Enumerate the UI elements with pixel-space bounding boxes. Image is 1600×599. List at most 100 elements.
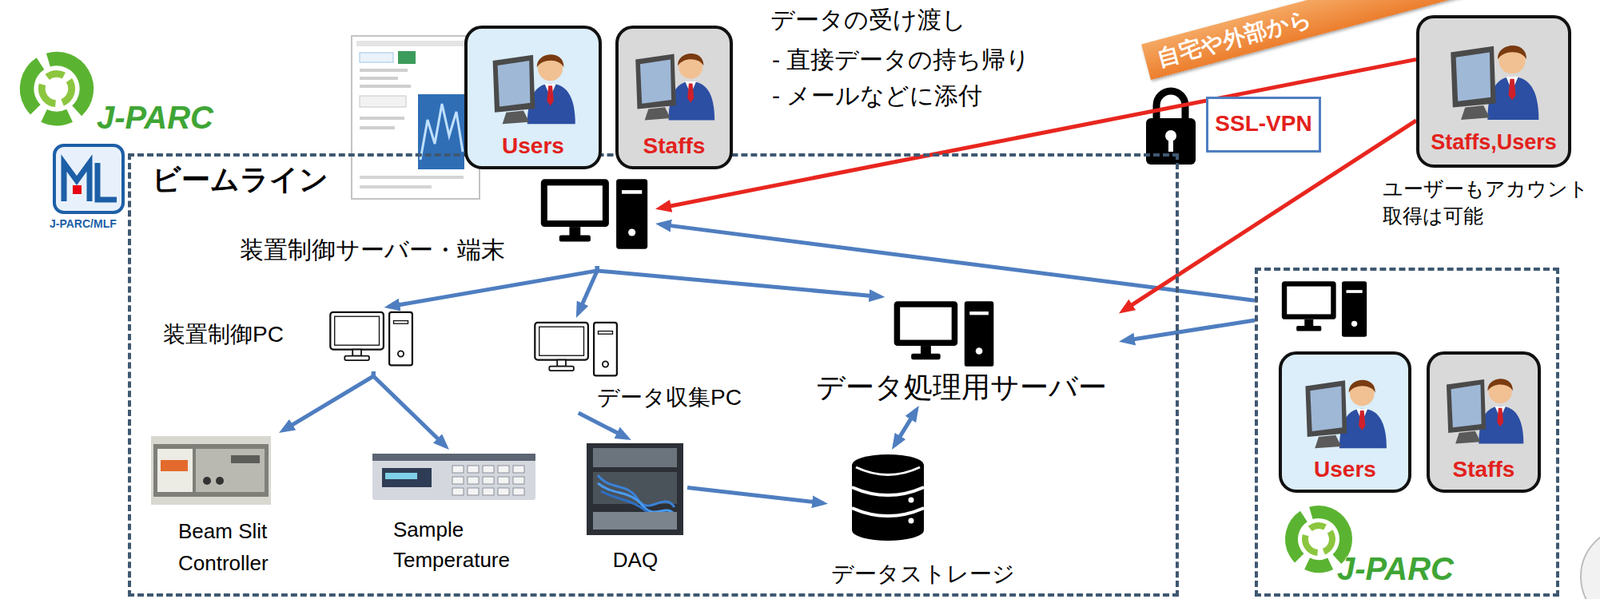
db-part: [851, 487, 924, 496]
person-part: [1496, 408, 1504, 428]
daq-part: [593, 512, 677, 530]
pcFill-part: [547, 185, 603, 221]
slit-part: [160, 460, 188, 472]
pcFill-part: [1341, 281, 1367, 338]
label-anchor: データの受け渡し: [770, 6, 967, 35]
logo-swoosh: [15, 47, 98, 130]
person-part: [1451, 385, 1482, 429]
temp-part: [372, 453, 536, 501]
person-part: [546, 85, 554, 106]
person-box: Staffs,Users: [1416, 15, 1572, 168]
pcLine-part: [330, 312, 384, 351]
db-part: [908, 518, 915, 525]
temp-part: [513, 477, 525, 485]
pc-node: データ収集PC: [527, 318, 760, 414]
lock-body: [1146, 118, 1196, 165]
person-icon: [1439, 358, 1529, 448]
screenshot-line: [359, 76, 399, 80]
logo-text: J-PARC/MLF: [49, 217, 117, 231]
temp-part: [382, 468, 432, 488]
node-label: Staffs,Users: [1430, 130, 1557, 156]
pcFill-part: [894, 301, 959, 347]
server-node: 装置制御サーバー・端末: [239, 174, 656, 267]
pcLine-part: [352, 350, 362, 357]
screenshot-line: [359, 175, 464, 180]
temp-part: [482, 465, 494, 474]
temp-part: [497, 465, 510, 474]
banner: 自宅や外部から: [1141, 0, 1584, 80]
temp-part: [467, 477, 479, 485]
screenshot-line: [359, 68, 408, 72]
mlf-logo-dot: [72, 185, 82, 195]
screenshot-frame: [351, 35, 480, 200]
server-node: データ処理用サーバー: [811, 297, 1119, 406]
db-icon: [851, 453, 924, 542]
screenshot-chart: [417, 94, 465, 170]
pcFill-part: [1304, 319, 1314, 327]
pcLine-part: [334, 316, 380, 346]
person-part: [644, 107, 671, 120]
pcFill-part: [559, 234, 591, 242]
person-part: [640, 59, 672, 104]
pcLine-part: [557, 360, 566, 367]
slit-part: [157, 449, 193, 493]
node-label: 装置制御サーバー・端末: [239, 236, 506, 265]
note-text: - メールなどに添付: [772, 82, 983, 111]
temp-part: [482, 477, 494, 485]
pcFill-part: [628, 228, 636, 236]
person-part: [1358, 410, 1366, 431]
pcFill-part: [1286, 286, 1331, 315]
slit-part: [153, 444, 269, 498]
person-box: Users: [1278, 351, 1412, 494]
temp-part: [452, 488, 464, 496]
pcFill-part: [975, 347, 984, 355]
db-part: [851, 454, 924, 476]
person-part: [635, 54, 677, 110]
person-part: [1508, 79, 1517, 101]
connector: [1123, 320, 1255, 342]
slit-icon: [151, 436, 271, 506]
device-node: Beam Slit Controller: [147, 433, 308, 582]
pcFill-part: [569, 226, 581, 237]
person-part: [1497, 45, 1527, 60]
screenshot-illustration: [351, 35, 480, 200]
pcFill-icon: [1280, 275, 1369, 343]
slit-part: [195, 449, 265, 493]
temp-part: [372, 453, 536, 462]
person-icon: [1297, 358, 1393, 453]
mlf-logo-shape: [63, 163, 90, 202]
connector: [282, 371, 374, 431]
slit-part: [202, 477, 211, 486]
db-part: [855, 467, 920, 476]
node-label: Staffs: [643, 133, 706, 160]
slit-part: [215, 477, 224, 486]
pcLine-part: [344, 356, 370, 361]
node-label: データ処理用サーバー: [815, 370, 1107, 404]
person-box: Users: [464, 25, 602, 170]
jparc-logo-mark: [15, 47, 98, 130]
pcFill-part: [969, 311, 989, 315]
daq-part: [600, 491, 651, 516]
node-label: SSL-VPN: [1214, 111, 1312, 137]
connector: [373, 371, 446, 447]
temp-part: [452, 477, 464, 485]
site-region: J-PARCUsersStaffs: [1254, 267, 1560, 598]
node-label: ビームライン: [151, 163, 329, 196]
person-icon: [485, 31, 582, 128]
pcFill-part: [1351, 321, 1358, 327]
person-part: [502, 110, 530, 124]
person-part: [1487, 378, 1513, 391]
pcFill-part: [1281, 281, 1337, 320]
screenshot-field: [359, 95, 406, 108]
pcLine-part: [534, 322, 589, 361]
pcFill-part: [616, 179, 648, 249]
person-part: [1349, 380, 1376, 394]
node-label: Sample Temperature: [393, 515, 546, 576]
pcFill-part: [621, 190, 642, 195]
pcLine-part: [549, 366, 574, 371]
node-label: Beam Slit Controller: [178, 515, 307, 581]
beamline-region: ビームライン装置制御サーバー・端末装置制御PCデータ収集PCデータ処理用サーバー…: [127, 153, 1179, 598]
temp-part: [482, 488, 494, 496]
label-anchor: - メールなどに添付: [772, 82, 983, 111]
